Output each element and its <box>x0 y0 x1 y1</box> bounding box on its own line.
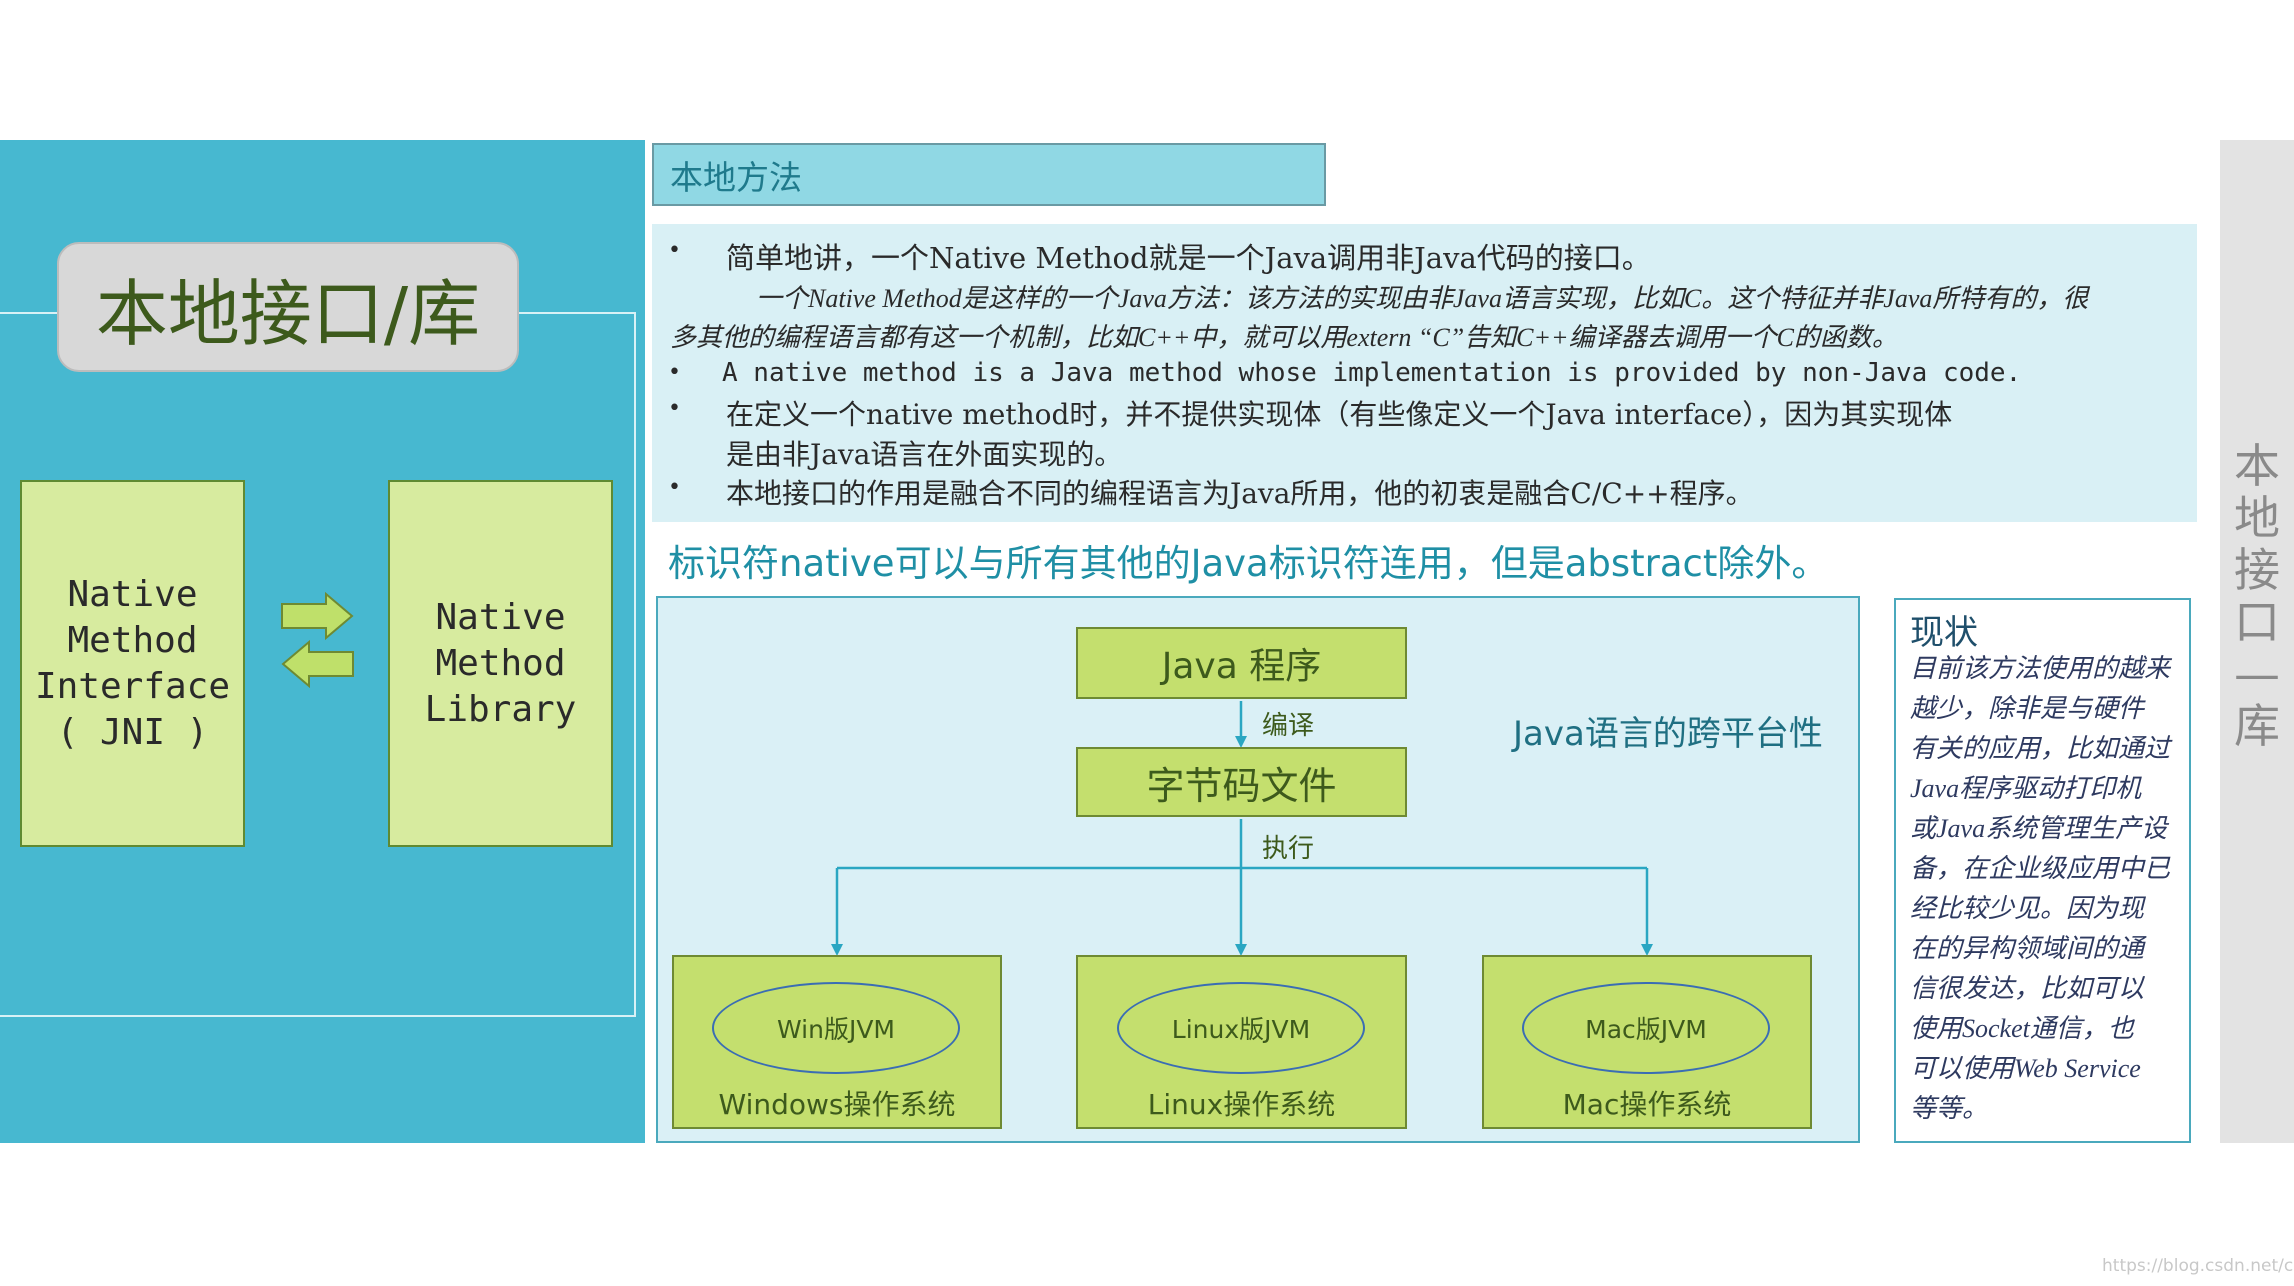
platform-label: Java语言的跨平台性 <box>1513 714 1823 754</box>
bullet-4: 本地接口的作用是融合不同的编程语言为Java所用，他的初衷是融合C/C++程序。 <box>726 477 1754 510</box>
status-line: 可以使用Web Service <box>1910 1054 2141 1083</box>
jvm-ellipse-linux: Linux版JVM <box>1117 982 1365 1074</box>
java-program-node: Java 程序 <box>1076 627 1407 699</box>
edge-label-execute: 执行 <box>1262 834 1315 864</box>
side-tab-label: 本 地 接 口 — 库 <box>2234 439 2280 753</box>
status-line: 经比较少见。因为现 <box>1910 894 2145 923</box>
bullet-3-line-1: 在定义一个native method时，并不提供实现体（有些像定义一个Java … <box>726 398 1953 431</box>
bidirectional-arrows-icon <box>281 592 354 688</box>
bullet-dot: • <box>668 360 681 385</box>
text-panel <box>652 224 2197 522</box>
os-label-windows: Windows操作系统 <box>718 1088 956 1121</box>
os-label-mac: Mac操作系统 <box>1562 1088 1732 1121</box>
status-text: 目前该方法使用的越来 越少，除非是与硬件 有关的应用，比如通过 Java程序驱动… <box>1910 648 2190 1128</box>
status-line: 信很发达，比如可以 <box>1910 974 2145 1003</box>
side-tab <box>2220 140 2294 1143</box>
bullet-2: A native method is a Java method whose i… <box>722 358 2022 388</box>
edge-label-compile: 编译 <box>1262 711 1315 741</box>
headline: 标识符native可以与所有其他的Java标识符连用，但是abstract除外。 <box>668 542 1829 585</box>
status-box <box>1894 598 2191 1143</box>
status-line: 目前该方法使用的越来 <box>1910 654 2171 683</box>
bullet-1-note-line-1: 一个Native Method是这样的一个Java方法：该方法的实现由非Java… <box>756 284 2089 313</box>
right-arrow-icon <box>281 592 354 641</box>
left-arrow-icon <box>281 639 354 688</box>
jvm-ellipse-mac: Mac版JVM <box>1522 982 1770 1074</box>
section-header: 本地方法 <box>652 143 1326 206</box>
bullet-dot: • <box>668 396 681 421</box>
status-title: 现状 <box>1910 613 1978 653</box>
status-line: 或Java系统管理生产设 <box>1910 814 2168 843</box>
bytecode-node: 字节码文件 <box>1076 747 1407 817</box>
bullet-1: 简单地讲，一个Native Method就是一个Java调用非Java代码的接口… <box>726 241 1651 275</box>
status-line: 越少，除非是与硬件 <box>1910 694 2145 723</box>
title-box: 本地接口/库 <box>57 242 519 372</box>
status-line: 等等。 <box>1910 1094 1989 1123</box>
bullet-dot: • <box>668 475 681 500</box>
status-line: 在的异构领域间的通 <box>1910 934 2145 963</box>
bullet-1-note-line-2: 多其他的编程语言都有这一个机制，比如C++中，就可以用extern “C”告知C… <box>670 323 1898 352</box>
status-line: 使用Socket通信，也 <box>1910 1014 2134 1043</box>
jni-box: Native Method Interface ( JNI ) <box>20 480 245 847</box>
bullet-dot: • <box>668 238 681 263</box>
status-line: 有关的应用，比如通过 <box>1910 734 2171 763</box>
bullet-3-line-2: 是由非Java语言在外面实现的。 <box>726 438 1123 471</box>
jvm-ellipse-windows: Win版JVM <box>712 982 960 1074</box>
status-line: 备，在企业级应用中已 <box>1910 854 2171 883</box>
os-label-linux: Linux操作系统 <box>1147 1088 1336 1121</box>
library-box: Native Method Library <box>388 480 613 847</box>
watermark: https://blog.csdn.net/che_l <box>2102 1256 2294 1276</box>
status-line: Java程序驱动打印机 <box>1910 774 2142 803</box>
